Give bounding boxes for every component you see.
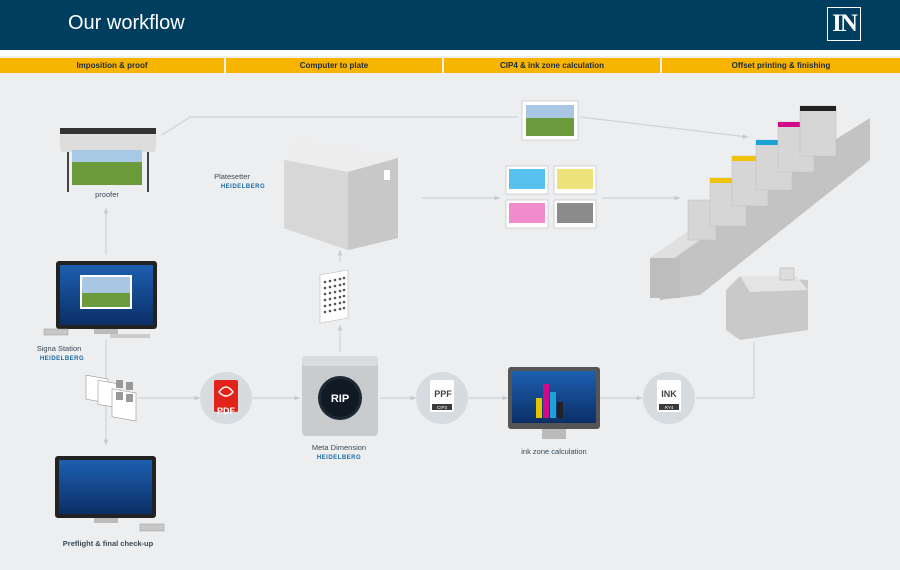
platesetter-brand: HEIDELBERG <box>221 184 265 190</box>
page-title: Our workflow <box>68 12 185 34</box>
ink-zone-label: ink zone calculation <box>521 447 586 456</box>
step-imposition-proof: Imposition & proof <box>0 58 224 73</box>
step-cip4-ink-zone: CIP4 & ink zone calculation <box>444 58 660 73</box>
offset-press-icon <box>650 105 870 340</box>
workflow-steps: Imposition & proof Computer to plate CIP… <box>0 58 900 73</box>
rip-brand: HEIDELBERG <box>317 455 361 461</box>
pdf-text: PDF <box>217 406 236 416</box>
step-computer-to-plate: Computer to plate <box>226 58 442 73</box>
signa-brand: HEIDELBERG <box>40 356 84 362</box>
ink-sub: RY4 <box>665 405 674 410</box>
signa-label: Signa Station <box>37 344 82 353</box>
preflight-monitor-icon <box>55 456 165 532</box>
ppf-sub: CIP3 <box>437 405 448 410</box>
ink-file-icon <box>643 372 695 424</box>
signa-station-monitor-icon <box>43 261 157 338</box>
logo: IN <box>827 7 861 41</box>
halftone-plate-icon <box>319 269 349 324</box>
rip-server-icon <box>302 356 378 436</box>
platesetter-label: Platesetter <box>214 172 250 181</box>
ink-text: INK <box>661 389 677 399</box>
rip-text: RIP <box>331 393 349 405</box>
header-bar: Our workflow IN <box>0 0 900 50</box>
rip-label: Meta Dimension <box>312 443 366 452</box>
pdf-icon <box>200 372 252 424</box>
connectors <box>103 116 755 445</box>
ppf-text: PPF <box>434 389 452 399</box>
imposition-sheets-icon <box>85 374 137 422</box>
proofer-label: proofer <box>95 190 119 199</box>
proofer-icon <box>60 128 156 192</box>
preflight-label: Preflight & final check-up <box>63 539 154 548</box>
platesetter-icon <box>284 140 398 250</box>
ppf-icon <box>416 372 468 424</box>
proof-sheet-icon <box>521 100 579 141</box>
cmyk-plates-icon <box>505 165 597 229</box>
step-offset-printing: Offset printing & finishing <box>662 58 900 73</box>
divider <box>0 50 900 56</box>
ink-zone-monitor-icon <box>508 367 600 439</box>
